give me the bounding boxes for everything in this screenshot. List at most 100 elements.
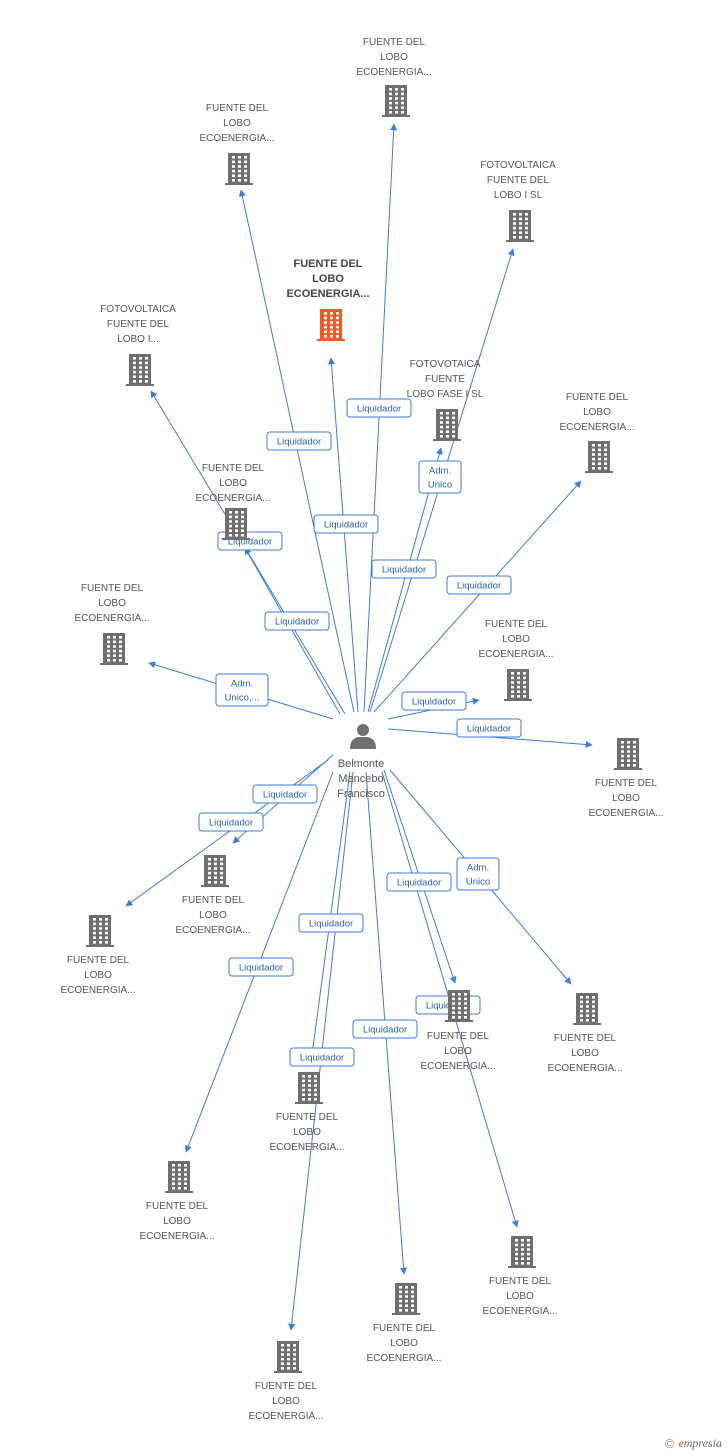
nodes-layer: FUENTE DEL LOBO ECOENERGIA... FUENTE DEL LOB… — [60, 37, 663, 1422]
company-label: FUENTE DEL — [373, 1323, 436, 1334]
company-node-c8[interactable]: FUENTE DELLOBOECOENERGIA... — [74, 583, 150, 665]
company-label: ECOENERGIA... — [286, 288, 369, 300]
building-icon — [225, 153, 253, 185]
company-node-c16[interactable]: FUENTE DELLOBOECOENERGIA... — [139, 1161, 215, 1242]
edge-label-c12[interactable]: Liquidador — [198, 812, 264, 832]
edge-label-text: Liquidador — [397, 878, 441, 889]
company-label: FUENTE DEL — [255, 1381, 318, 1392]
company-node-c12[interactable]: FUENTE DELLOBOECOENERGIA... — [60, 915, 136, 996]
edge-c0[interactable] — [327, 357, 359, 713]
edge-label-c1[interactable]: Liquidador — [313, 514, 379, 534]
brand-logo[interactable]: empresia — [678, 1436, 722, 1450]
company-node-c0[interactable]: FUENTE DELLOBOECOENERGIA... — [286, 258, 370, 341]
edge-label-box — [289, 1047, 355, 1067]
company-node-c17[interactable]: FUENTE DELLOBOECOENERGIA... — [482, 1236, 558, 1317]
edge-c2[interactable] — [238, 189, 355, 713]
edge-c12[interactable] — [125, 759, 329, 907]
company-node-c3[interactable]: FOTOVOLTAICA FUENTE DEL LOBO I SL — [480, 160, 556, 242]
company-node-c1[interactable]: FUENTE DELLOBOECOENERGIA... — [356, 37, 432, 117]
company-node-c10[interactable]: FUENTE DELLOBOECOENERGIA... — [588, 738, 664, 819]
company-label: LOBO — [506, 1291, 534, 1302]
company-label: FUENTE DEL — [485, 619, 548, 630]
company-label: ECOENERGIA... — [478, 649, 553, 660]
edge-label-text: Liquidador — [209, 818, 253, 829]
building-icon — [201, 855, 229, 887]
company-label: FUENTE DEL — [595, 778, 658, 789]
edge-c7[interactable] — [244, 547, 341, 715]
edge-label-text: Unico — [466, 877, 490, 888]
edge-label-box — [456, 718, 522, 738]
company-label: LOBO FASE I SL — [407, 389, 484, 400]
edge-label-text: Adm. — [429, 466, 451, 477]
edge-label-c14[interactable]: Adm. Unico — [456, 857, 500, 891]
edge-label-c6[interactable]: Liquidador — [446, 575, 512, 595]
company-node-c13[interactable]: FUENTE DELLOBOECOENERGIA... — [420, 990, 496, 1072]
edge-label-c3[interactable]: Liquidador — [371, 559, 437, 579]
company-label: LOBO — [272, 1396, 300, 1407]
building-icon — [100, 633, 128, 665]
company-label: LOBO — [163, 1216, 191, 1227]
building-icon — [433, 409, 461, 441]
edge-label-c10[interactable]: Liquidador — [456, 718, 522, 738]
edge-label-text: Adm. — [467, 863, 489, 874]
company-node-c9[interactable]: FUENTE DEL LOBO ECOENERGIA... — [478, 619, 554, 701]
company-node-c11[interactable]: FUENTE DELLOBOECOENERGIA... — [175, 855, 251, 936]
person-label: Francisco — [337, 788, 385, 800]
company-node-c14[interactable]: FUENTE DELLOBOECOENERGIA... — [547, 993, 623, 1074]
company-label: LOBO — [390, 1338, 418, 1349]
edge-label-c13[interactable]: Liquidador — [386, 872, 452, 892]
edge-label-c18[interactable]: Liquidador — [352, 1019, 418, 1039]
company-label: ECOENERGIA... — [366, 1353, 441, 1364]
company-label: FUENTE DEL — [81, 583, 144, 594]
company-label: FUENTE DEL — [276, 1112, 339, 1123]
edge-label-c16[interactable]: Liquidador — [228, 957, 294, 977]
edge-label-c9[interactable]: Liquidador — [401, 691, 467, 711]
edge-label-box — [313, 514, 379, 534]
edge-label-c4[interactable]: Liquidador — [264, 611, 330, 631]
company-label: LOBO — [502, 634, 530, 645]
edge-label-c19[interactable]: Liquidador — [289, 1047, 355, 1067]
company-node-c15[interactable]: FUENTE DELLOBOECOENERGIA... — [269, 1072, 345, 1153]
edge-label-text: Liquidador — [467, 724, 511, 735]
copyright-symbol: © — [663, 1436, 676, 1451]
company-label: ECOENERGIA... — [175, 925, 250, 936]
building-icon — [445, 990, 473, 1022]
building-icon — [585, 441, 613, 473]
company-node-c6[interactable]: FUENTE DELLOBOECOENERGIA... — [559, 392, 635, 473]
company-label: FUENTE DEL — [202, 463, 265, 474]
company-label: ECOENERGIA... — [248, 1411, 323, 1422]
company-label: FUENTE DEL — [487, 175, 550, 186]
edge-label-text: Liquidador — [457, 581, 501, 592]
company-label: LOBO — [312, 273, 344, 285]
edge-label-box — [198, 812, 264, 832]
edge-label-box — [446, 575, 512, 595]
company-label: FOTOVOLTAICA — [480, 160, 556, 171]
company-node-c2[interactable]: FUENTE DELLOBOECOENERGIA... — [199, 103, 275, 185]
edge-label-text: Liquidador — [363, 1025, 407, 1036]
edge-label-c5[interactable]: Adm.Unico — [418, 460, 462, 494]
edge-label-c8[interactable]: Adm.Unico,... — [215, 673, 269, 707]
edge-c1[interactable] — [363, 123, 398, 713]
company-node-c18[interactable]: FUENTE DEL LOBO ECOENERGIA... — [366, 1283, 442, 1364]
edge-label-text: Liquidador — [263, 790, 307, 801]
person-label: Belmonte — [338, 758, 384, 770]
edge-labels-layer: LiquidadorLiquidadorLiquidadorLiquidador… — [198, 398, 522, 1067]
company-label: ECOENERGIA... — [588, 808, 663, 819]
edge-label-c0[interactable]: Liquidador — [346, 398, 412, 418]
company-label: LOBO I SL — [494, 190, 543, 201]
building-icon — [86, 915, 114, 947]
edge-label-c2[interactable]: Liquidador — [266, 431, 332, 451]
edge-label-box — [418, 460, 462, 494]
company-node-c19[interactable]: FUENTE DEL LOBO ECOENERGIA... — [248, 1341, 324, 1422]
company-node-c7[interactable]: FUENTE DELLOBOECOENERGIA... — [195, 463, 271, 540]
edge-label-c15[interactable]: Liquidador — [298, 913, 364, 933]
edge-c6[interactable] — [373, 480, 582, 713]
edge-label-box — [456, 857, 500, 891]
company-label: LOBO — [583, 407, 611, 418]
company-label: LOBO — [571, 1048, 599, 1059]
edge-label-c11[interactable]: Liquidador — [252, 784, 318, 804]
